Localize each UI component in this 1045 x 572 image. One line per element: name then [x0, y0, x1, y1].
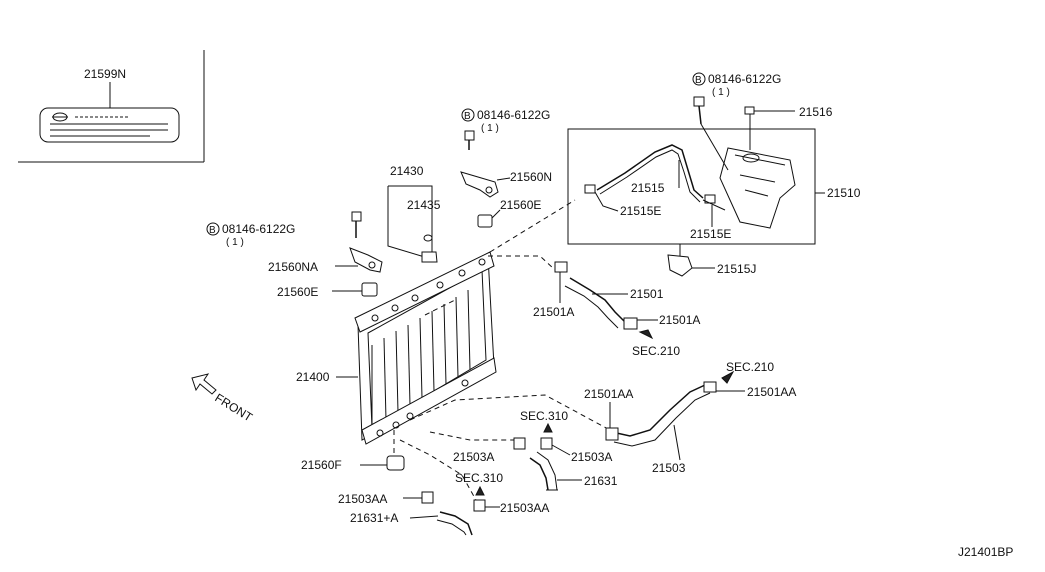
part-21631: 21631 — [584, 474, 618, 488]
mount-21560E-top — [477, 209, 501, 228]
part-21430: 21430 — [390, 164, 424, 178]
label-inset — [18, 50, 205, 163]
reservoir-box — [567, 128, 825, 245]
bracket-21515J — [667, 244, 715, 277]
bolt-prefix-3: B — [209, 225, 216, 236]
part-21501A-b: 21501A — [659, 313, 700, 327]
bolt-part-3: 08146-6122G — [222, 222, 295, 236]
bolt-left — [206, 211, 362, 238]
hose-21631A — [403, 485, 500, 536]
part-21560E-b: 21560E — [277, 285, 318, 299]
bolt-part-1: 08146-6122G — [708, 72, 781, 86]
lower-hose-21503 — [605, 370, 745, 461]
part-21560NA: 21560NA — [268, 260, 318, 274]
mount-21560F — [360, 455, 405, 471]
bracket-21560NA — [335, 247, 383, 273]
part-21515: 21515 — [631, 181, 665, 195]
part-21503A-a: 21503A — [453, 450, 494, 464]
mount-21560E-left — [332, 282, 378, 297]
part-21501A-a: 21501A — [533, 305, 574, 319]
part-21631A: 21631+A — [350, 511, 398, 525]
front-label: FRONT — [212, 391, 255, 425]
reservoir-cap — [744, 106, 795, 150]
part-21560F: 21560F — [301, 458, 342, 472]
part-21503: 21503 — [652, 461, 686, 475]
part-21503A-b: 21503A — [571, 450, 612, 464]
part-21501AA-a: 21501AA — [747, 385, 796, 399]
bolt-qty-2: ( 1 ) — [481, 123, 499, 134]
bolt-qty-3: ( 1 ) — [226, 237, 244, 248]
part-21435: 21435 — [407, 198, 441, 212]
part-21503AA-b: 21503AA — [500, 501, 549, 515]
radiator-21400 — [336, 251, 497, 445]
part-21515E-b: 21515E — [690, 227, 731, 241]
part-21516: 21516 — [799, 105, 833, 119]
sec210-b: SEC.210 — [726, 360, 774, 374]
diagram-id: J21401BP — [958, 545, 1013, 559]
bolt-prefix-2: B — [464, 111, 471, 122]
label-21599N: 21599N — [84, 67, 126, 81]
part-21400: 21400 — [296, 370, 330, 384]
bolt-qty-1: ( 1 ) — [712, 87, 730, 98]
sec310-b: SEC.310 — [455, 471, 503, 485]
front-arrow — [191, 373, 217, 395]
part-21510: 21510 — [827, 186, 861, 200]
bolt-top-center — [461, 108, 475, 150]
bolt-part-2: 08146-6122G — [477, 108, 550, 122]
hose-21631 — [513, 422, 582, 491]
part-21501: 21501 — [630, 287, 664, 301]
bolt-prefix-1: B — [695, 75, 702, 86]
bracket-21560N — [460, 171, 511, 198]
part-21503AA-a: 21503AA — [338, 492, 387, 506]
sec210-a: SEC.210 — [632, 344, 680, 358]
upper-hose-21501 — [554, 261, 658, 340]
sec310-a: SEC.310 — [520, 409, 568, 423]
part-21515J: 21515J — [717, 262, 756, 276]
bolt-top-right — [692, 72, 729, 171]
part-21515E-a: 21515E — [620, 204, 661, 218]
part-21501AA-b: 21501AA — [584, 387, 633, 401]
part-21560E-a: 21560E — [500, 198, 541, 212]
part-21560N: 21560N — [510, 170, 552, 184]
